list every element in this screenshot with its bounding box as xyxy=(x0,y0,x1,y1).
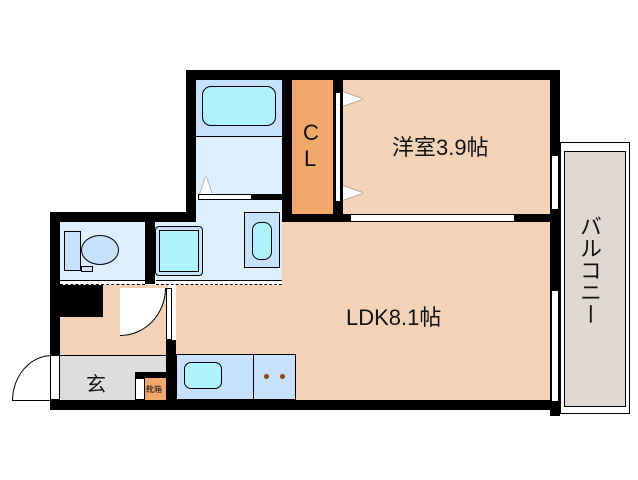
western-room-label: 洋室3.9帖 xyxy=(392,135,489,160)
ldk-top-wall-left xyxy=(282,214,350,222)
ldk-window[interactable] xyxy=(551,290,559,402)
bathroom-sliding-door[interactable] xyxy=(198,194,252,200)
kitchen-stove-divider xyxy=(253,354,254,400)
balcony-label: バルコニー xyxy=(577,215,602,325)
washbasin-bowl xyxy=(252,222,272,260)
bathtub xyxy=(202,86,276,126)
western-room-sliding-door[interactable] xyxy=(350,214,515,222)
toilet-door[interactable] xyxy=(60,280,145,285)
shoe-box-frame xyxy=(135,372,166,378)
western-room xyxy=(343,80,550,214)
stove-knob-right xyxy=(280,374,285,379)
wall-left-step xyxy=(50,212,196,222)
toilet-bowl xyxy=(81,235,119,265)
kitchen-sink xyxy=(184,362,222,389)
wall-bottom xyxy=(50,400,560,410)
western-room-window[interactable] xyxy=(551,155,559,210)
closet-label-l: L xyxy=(304,146,317,171)
washroom-wall xyxy=(252,194,282,200)
closet xyxy=(292,80,333,214)
hallway-storage-block xyxy=(60,285,103,317)
hallway-door-leaf xyxy=(166,288,172,340)
entrance-door-swing xyxy=(12,355,52,401)
shoe-box-door xyxy=(135,378,145,400)
wall-left-upper xyxy=(186,70,196,218)
toilet-tank xyxy=(64,231,81,271)
balcony-floor xyxy=(564,151,626,407)
wall-top xyxy=(186,70,560,80)
ldk-top-wall-right xyxy=(515,214,560,222)
wall-right xyxy=(550,70,560,416)
closet-door-arrow-top xyxy=(343,92,363,106)
shoe-box-label: 靴箱 xyxy=(146,385,162,394)
wall-left xyxy=(50,212,60,410)
wall-washer-left xyxy=(145,222,155,284)
washroom-door[interactable] xyxy=(156,280,282,285)
ldk xyxy=(282,222,550,400)
hallway-wall-right xyxy=(166,340,176,410)
washing-machine-drum xyxy=(159,230,199,272)
bathroom-door-arrow xyxy=(200,176,212,194)
entrance-label: 玄 xyxy=(86,374,106,396)
closet-label-c: C xyxy=(303,120,319,145)
toilet-seat-base xyxy=(81,266,93,272)
closet-door-arrow-bottom xyxy=(343,186,363,200)
ldk-label: LDK8.1帖 xyxy=(346,305,442,330)
shoe-box xyxy=(145,378,166,400)
closet-door[interactable] xyxy=(335,92,341,202)
closet-wall-left xyxy=(282,70,292,222)
stove-knob-left xyxy=(264,374,269,379)
